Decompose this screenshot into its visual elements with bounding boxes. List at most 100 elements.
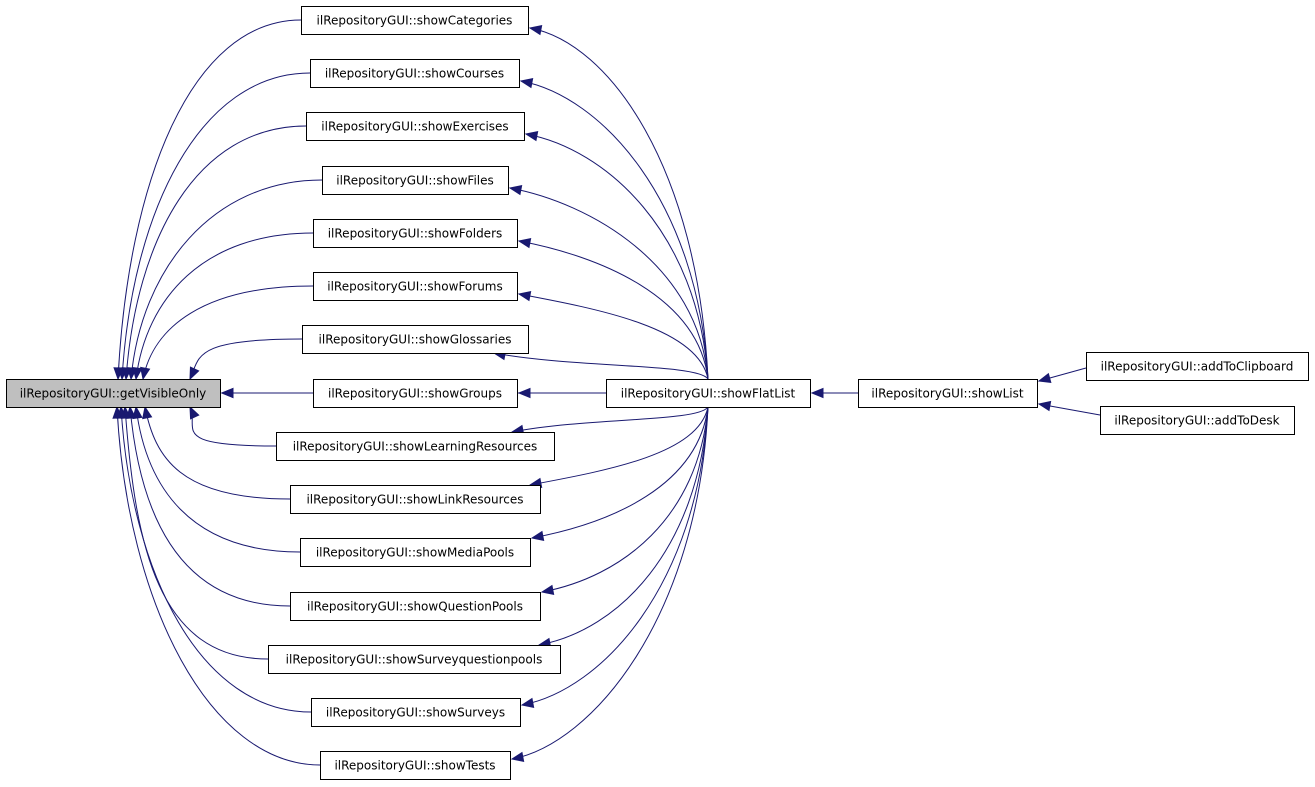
node-box-getVisibleOnly[interactable] [6, 379, 221, 408]
edge-showForums-to-getVisibleOnly [140, 285, 314, 381]
node-label-addToDesk: ilRepositoryGUI::addToDesk [1114, 414, 1279, 428]
node-box-showForums[interactable] [313, 272, 518, 301]
edge-showQuestionPools-to-getVisibleOnly-line [129, 406, 291, 607]
node-label-showLearningResources: ilRepositoryGUI::showLearningResources [293, 440, 538, 454]
edge-showFlatList-to-showSurveys-line [521, 406, 709, 706]
edge-showFlatList-to-showFiles [508, 184, 709, 380]
edge-showFlatList-to-showCategories [528, 24, 709, 380]
node-showExercises[interactable]: ilRepositoryGUI::showExercises [306, 112, 525, 141]
edge-addToClipboard-to-showList [1037, 367, 1087, 383]
edge-showMediaPools-to-getVisibleOnly-line [135, 406, 301, 553]
node-showSurveys[interactable]: ilRepositoryGUI::showSurveys [311, 698, 521, 727]
node-showList[interactable]: ilRepositoryGUI::showList [858, 379, 1038, 408]
node-getVisibleOnly[interactable]: ilRepositoryGUI::getVisibleOnly [6, 379, 221, 408]
node-showLearningResources[interactable]: ilRepositoryGUI::showLearningResources [276, 432, 555, 461]
node-label-showFlatList: ilRepositoryGUI::showFlatList [621, 387, 796, 401]
edge-showFlatList-to-showExercises [524, 130, 709, 380]
node-box-addToDesk[interactable] [1100, 406, 1295, 435]
node-box-showList[interactable] [858, 379, 1038, 408]
node-box-showExercises[interactable] [306, 112, 525, 141]
node-box-showQuestionPools[interactable] [290, 592, 541, 621]
node-showSurveyquestionpools[interactable]: ilRepositoryGUI::showSurveyquestionpools [268, 645, 561, 674]
edge-showFlatList-to-showCourses-arrowhead [519, 77, 534, 89]
edge-showFolders-to-getVisibleOnly-arrowhead [132, 366, 143, 381]
edge-showFlatList-to-showTests-line [511, 406, 709, 760]
node-box-showFolders[interactable] [313, 219, 518, 248]
edge-showFlatList-to-getVisibleOnly-arrowhead [220, 387, 234, 399]
node-box-showSurveys[interactable] [311, 698, 521, 727]
edge-showFlatList-to-showMediaPools-line [531, 406, 709, 539]
edge-showFlatList-to-showExercises-arrowhead [524, 130, 539, 142]
edge-addToDesk-to-showList [1037, 400, 1101, 416]
node-label-addToClipboard: ilRepositoryGUI::addToClipboard [1101, 360, 1294, 374]
edge-showFlatList-to-showFolders [517, 237, 709, 380]
edge-showFlatList-to-showMediaPools-arrowhead [530, 530, 545, 542]
node-showFolders[interactable]: ilRepositoryGUI::showFolders [313, 219, 518, 248]
node-box-showFlatList[interactable] [606, 379, 811, 408]
edge-showTests-to-getVisibleOnly-arrowhead [112, 405, 123, 419]
node-showGlossaries[interactable]: ilRepositoryGUI::showGlossaries [302, 325, 529, 354]
edge-showFlatList-to-showForums-arrowhead [517, 290, 532, 302]
edge-showCourses-to-getVisibleOnly-line [121, 72, 311, 380]
edge-showLearningResources-to-getVisibleOnly-line [189, 406, 277, 447]
node-box-showFiles[interactable] [322, 166, 509, 195]
edge-showFlatList-to-showCategories-line [529, 27, 709, 380]
edge-showFlatList-to-showGroups-arrowhead [517, 387, 531, 399]
node-label-showList: ilRepositoryGUI::showList [871, 387, 1023, 401]
node-showCourses[interactable]: ilRepositoryGUI::showCourses [310, 59, 520, 88]
edge-showFiles-to-getVisibleOnly-line [130, 179, 323, 380]
node-box-addToClipboard[interactable] [1086, 352, 1309, 381]
edge-showForums-to-getVisibleOnly-arrowhead [140, 366, 151, 381]
node-label-showTests: ilRepositoryGUI::showTests [334, 759, 495, 773]
edge-showList-to-showFlatList-arrowhead [810, 387, 824, 399]
edge-showFlatList-to-showGlossaries-line [493, 352, 709, 380]
node-showGroups[interactable]: ilRepositoryGUI::showGroups [313, 379, 518, 408]
node-addToClipboard[interactable]: ilRepositoryGUI::addToClipboard [1086, 352, 1309, 381]
node-showFiles[interactable]: ilRepositoryGUI::showFiles [322, 166, 509, 195]
edge-showCategories-to-getVisibleOnly-line [117, 19, 302, 380]
node-label-showGlossaries: ilRepositoryGUI::showGlossaries [319, 333, 512, 347]
node-showMediaPools[interactable]: ilRepositoryGUI::showMediaPools [300, 538, 531, 567]
node-box-showLearningResources[interactable] [276, 432, 555, 461]
edge-showFlatList-to-showFolders-arrowhead [517, 237, 532, 249]
edge-showFlatList-to-showLearningResources-line [511, 406, 709, 433]
node-box-showGroups[interactable] [313, 379, 518, 408]
node-box-showMediaPools[interactable] [300, 538, 531, 567]
node-label-showFiles: ilRepositoryGUI::showFiles [336, 174, 494, 188]
nodes-layer: ilRepositoryGUI::getVisibleOnlyilReposit… [6, 6, 1309, 780]
node-label-showSurveys: ilRepositoryGUI::showSurveys [326, 706, 505, 720]
edge-showMediaPools-to-getVisibleOnly [132, 405, 301, 553]
node-showForums[interactable]: ilRepositoryGUI::showForums [313, 272, 518, 301]
edge-showFlatList-to-showQuestionPools [540, 406, 709, 596]
edge-showTests-to-getVisibleOnly-line [116, 406, 321, 766]
node-box-showCourses[interactable] [310, 59, 520, 88]
edge-showFlatList-to-showLinkResources-line [529, 406, 709, 486]
node-box-showGlossaries[interactable] [302, 325, 529, 354]
edge-showFlatList-to-showForums-line [518, 293, 709, 380]
node-box-showCategories[interactable] [301, 6, 529, 35]
edge-showFlatList-to-showForums [517, 290, 709, 380]
node-label-showCategories: ilRepositoryGUI::showCategories [317, 14, 513, 28]
node-label-showGroups: ilRepositoryGUI::showGroups [328, 387, 502, 401]
edge-showFlatList-to-showQuestionPools-line [541, 406, 709, 593]
node-addToDesk[interactable]: ilRepositoryGUI::addToDesk [1100, 406, 1295, 435]
edge-showFlatList-to-showLinkResources [528, 406, 709, 489]
node-showCategories[interactable]: ilRepositoryGUI::showCategories [301, 6, 529, 35]
node-box-showSurveyquestionpools[interactable] [268, 645, 561, 674]
edge-addToDesk-to-showList-arrowhead [1037, 400, 1052, 412]
edge-showFlatList-to-showGlossaries [492, 349, 709, 380]
node-showQuestionPools[interactable]: ilRepositoryGUI::showQuestionPools [290, 592, 541, 621]
node-showTests[interactable]: ilRepositoryGUI::showTests [320, 751, 511, 780]
node-showFlatList[interactable]: ilRepositoryGUI::showFlatList [606, 379, 811, 408]
node-box-showTests[interactable] [320, 751, 511, 780]
node-label-showSurveyquestionpools: ilRepositoryGUI::showSurveyquestionpools [286, 653, 543, 667]
edge-showFlatList-to-showFiles-arrowhead [508, 184, 523, 196]
node-showLinkResources[interactable]: ilRepositoryGUI::showLinkResources [290, 485, 541, 514]
edge-showMediaPools-to-getVisibleOnly-arrowhead [132, 405, 143, 420]
edge-showLearningResources-to-getVisibleOnly-arrowhead [189, 405, 200, 420]
node-label-showCourses: ilRepositoryGUI::showCourses [325, 67, 504, 81]
node-box-showLinkResources[interactable] [290, 485, 541, 514]
edge-showFolders-to-getVisibleOnly [132, 232, 314, 381]
edge-showForums-to-getVisibleOnly-line [142, 285, 314, 380]
